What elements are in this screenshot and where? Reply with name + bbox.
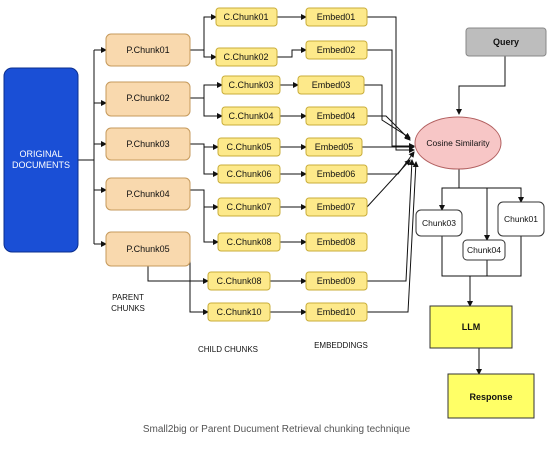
embed-2: Embed02 [305,40,368,60]
query-node: Query [465,27,547,57]
embed-3: Embed03 [297,75,365,95]
embed-1: Embed01 [305,7,368,27]
llm-label: LLM [462,322,481,332]
child-chunk-8: C.Chunk08 [217,232,281,252]
child-chunk-label: C.Chunk01 [223,12,268,22]
child-chunk-2: C.Chunk02 [215,47,278,67]
retrieved-chunk-label: Chunk01 [504,214,538,224]
embed-4: Embed04 [305,106,368,126]
embed-label: Embed05 [315,142,354,152]
child-chunk-9: C.Chunk08 [207,271,271,291]
response-label: Response [469,392,512,402]
embed-7: Embed07 [305,197,368,217]
child-chunk-label: C.Chunk02 [223,52,268,62]
embed-10: Embed10 [305,302,368,322]
child-chunk-label: C.Chunk08 [226,237,271,247]
parent-chunk-label: P.Chunk03 [126,139,169,149]
parent-chunks-label-1: PARENT [112,293,144,302]
embed-label: Embed02 [317,45,356,55]
child-chunk-label: C.Chunk08 [216,276,261,286]
parent-chunk-label: P.Chunk02 [126,93,169,103]
embed-5: Embed05 [305,137,363,157]
embed-label: Embed04 [317,111,356,121]
child-chunk-5: C.Chunk05 [217,137,281,157]
documents-label-2: DOCUMENTS [12,160,70,170]
llm-node: LLM [429,305,513,349]
child-chunk-4: C.Chunk04 [221,106,281,126]
child-chunk-1: C.Chunk01 [215,7,278,27]
parent-chunk-3: P.Chunk03 [105,127,191,161]
child-chunk-3: C.Chunk03 [221,75,281,95]
cosine-similarity-label: Cosine Similarity [426,138,490,148]
response-node: Response [447,373,535,419]
parent-chunk-4: P.Chunk04 [105,177,191,211]
embed-label: Embed06 [317,169,356,179]
parent-chunk-5: P.Chunk05 [105,231,191,267]
child-chunk-7: C.Chunk07 [217,197,281,217]
documents-label-1: ORIGINAL [19,149,62,159]
child-chunks-label: CHILD CHUNKS [198,345,258,354]
child-chunk-label: C.Chunk06 [226,169,271,179]
embed-label: Embed03 [312,80,351,90]
parent-chunk-label: P.Chunk05 [126,244,169,254]
parent-chunks-label-2: CHUNKS [111,304,145,313]
child-chunk-label: C.Chunk05 [226,142,271,152]
caption: Small2big or Parent Ducument Retrieval c… [142,424,411,435]
parent-chunk-1: P.Chunk01 [105,33,191,67]
embed-label: Embed01 [317,12,356,22]
retrieved-chunk-03: Chunk03 [415,209,463,237]
child-chunk-label: C.Chunk03 [228,80,273,90]
embed-label: Embed10 [317,307,356,317]
retrieved-chunk-04: Chunk04 [462,239,506,261]
retrieved-chunk-label: Chunk04 [467,245,501,255]
parent-chunk-2: P.Chunk02 [105,81,191,117]
cosine-similarity-node: Cosine Similarity [414,116,502,170]
embed-label: Embed08 [317,237,356,247]
parent-chunk-label: P.Chunk01 [126,45,169,55]
embed-8: Embed08 [305,232,368,252]
embed-label: Embed09 [317,276,356,286]
embed-6: Embed06 [305,164,368,184]
child-chunk-6: C.Chunk06 [217,164,281,184]
query-label: Query [493,37,519,47]
retrieved-chunk-01: Chunk01 [497,201,545,237]
embed-9: Embed09 [305,271,368,291]
original-documents-node: ORIGINAL DOCUMENTS [3,67,79,253]
child-chunk-label: C.Chunk07 [226,202,271,212]
retrieved-chunk-label: Chunk03 [422,218,456,228]
child-chunk-label: C.Chunk04 [228,111,273,121]
child-chunk-label: C.Chunk10 [216,307,261,317]
embed-label: Embed07 [317,202,356,212]
parent-chunk-label: P.Chunk04 [126,189,169,199]
embeddings-label: EMBEDDINGS [314,341,368,350]
child-chunk-10: C.Chunk10 [207,302,271,322]
